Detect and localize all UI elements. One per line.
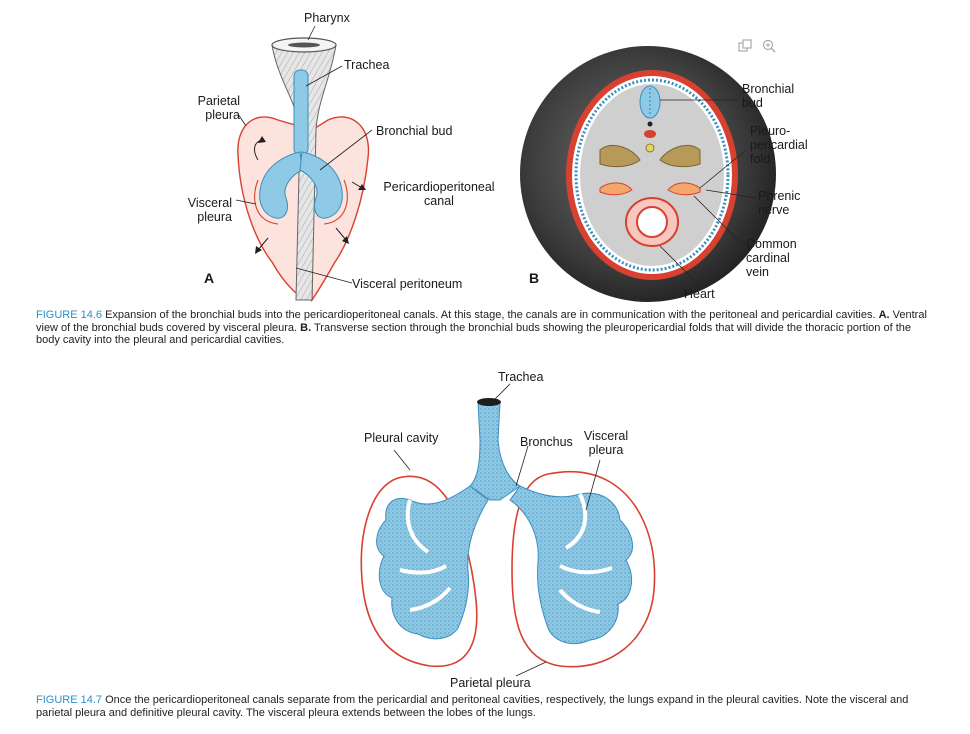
image-toolbar	[737, 36, 777, 56]
label-pharynx: Pharynx	[304, 11, 350, 25]
label-pleuropericardial-fold: Pleuro- pericardial fold	[750, 124, 808, 166]
label-phrenic-nerve: Phrenic nerve	[758, 189, 801, 217]
caption-14-6-panel-b: B.	[300, 321, 312, 334]
label-visceral-peritoneum: Visceral peritoneum	[352, 277, 463, 291]
label-heart: Heart	[684, 287, 715, 301]
caption-14-7-text: Once the pericardioperitoneal canals sep…	[36, 694, 909, 719]
figure-14-7-drawing	[360, 383, 656, 677]
figure-14-6-panel-a-drawing	[235, 25, 373, 303]
label-bronchial-bud-a: Bronchial bud	[376, 124, 453, 138]
label-parietal-pleura: Parietal pleura	[197, 94, 240, 122]
label-pleural-cavity: Pleural cavity	[364, 431, 439, 445]
figure-number-14-7: FIGURE 14.7	[36, 694, 103, 706]
figure-number-14-6: FIGURE 14.6	[36, 309, 103, 321]
zoom-in-icon[interactable]	[761, 38, 777, 54]
label-parietal-pleura-b: Parietal pleura	[450, 676, 531, 690]
caption-14-6-text-3: Transverse section through the bronchial…	[36, 321, 911, 347]
caption-14-6-panel-a: A.	[878, 309, 890, 321]
caption-figure-14-6: FIGURE 14.6 Expansion of the bronchial b…	[36, 309, 936, 347]
label-trachea-b: Trachea	[498, 370, 544, 384]
label-visceral-pleura-b: Visceral pleura	[583, 429, 629, 457]
caption-14-6-text-2: Ventral view of the bronchial buds cover…	[36, 309, 927, 334]
panel-label-b: B	[529, 270, 540, 286]
label-bronchus: Bronchus	[520, 435, 573, 449]
label-common-cardinal-vein: Common cardinal vein	[746, 237, 797, 279]
copy-icon[interactable]	[737, 38, 753, 54]
figure-14-6-panel-b-drawing	[520, 46, 776, 302]
panel-label-a: A	[204, 270, 215, 286]
label-visceral-pleura-a: Visceral pleura	[187, 196, 232, 224]
label-trachea-a: Trachea	[344, 58, 390, 72]
caption-14-6-text-1: Expansion of the bronchial buds into the…	[102, 309, 879, 321]
label-pericardioperitoneal-canal: Pericardioperitoneal canal	[383, 180, 495, 208]
caption-figure-14-7: FIGURE 14.7 Once the pericardioperitonea…	[36, 694, 936, 719]
label-bronchial-bud-b: Bronchial bud	[742, 82, 795, 110]
